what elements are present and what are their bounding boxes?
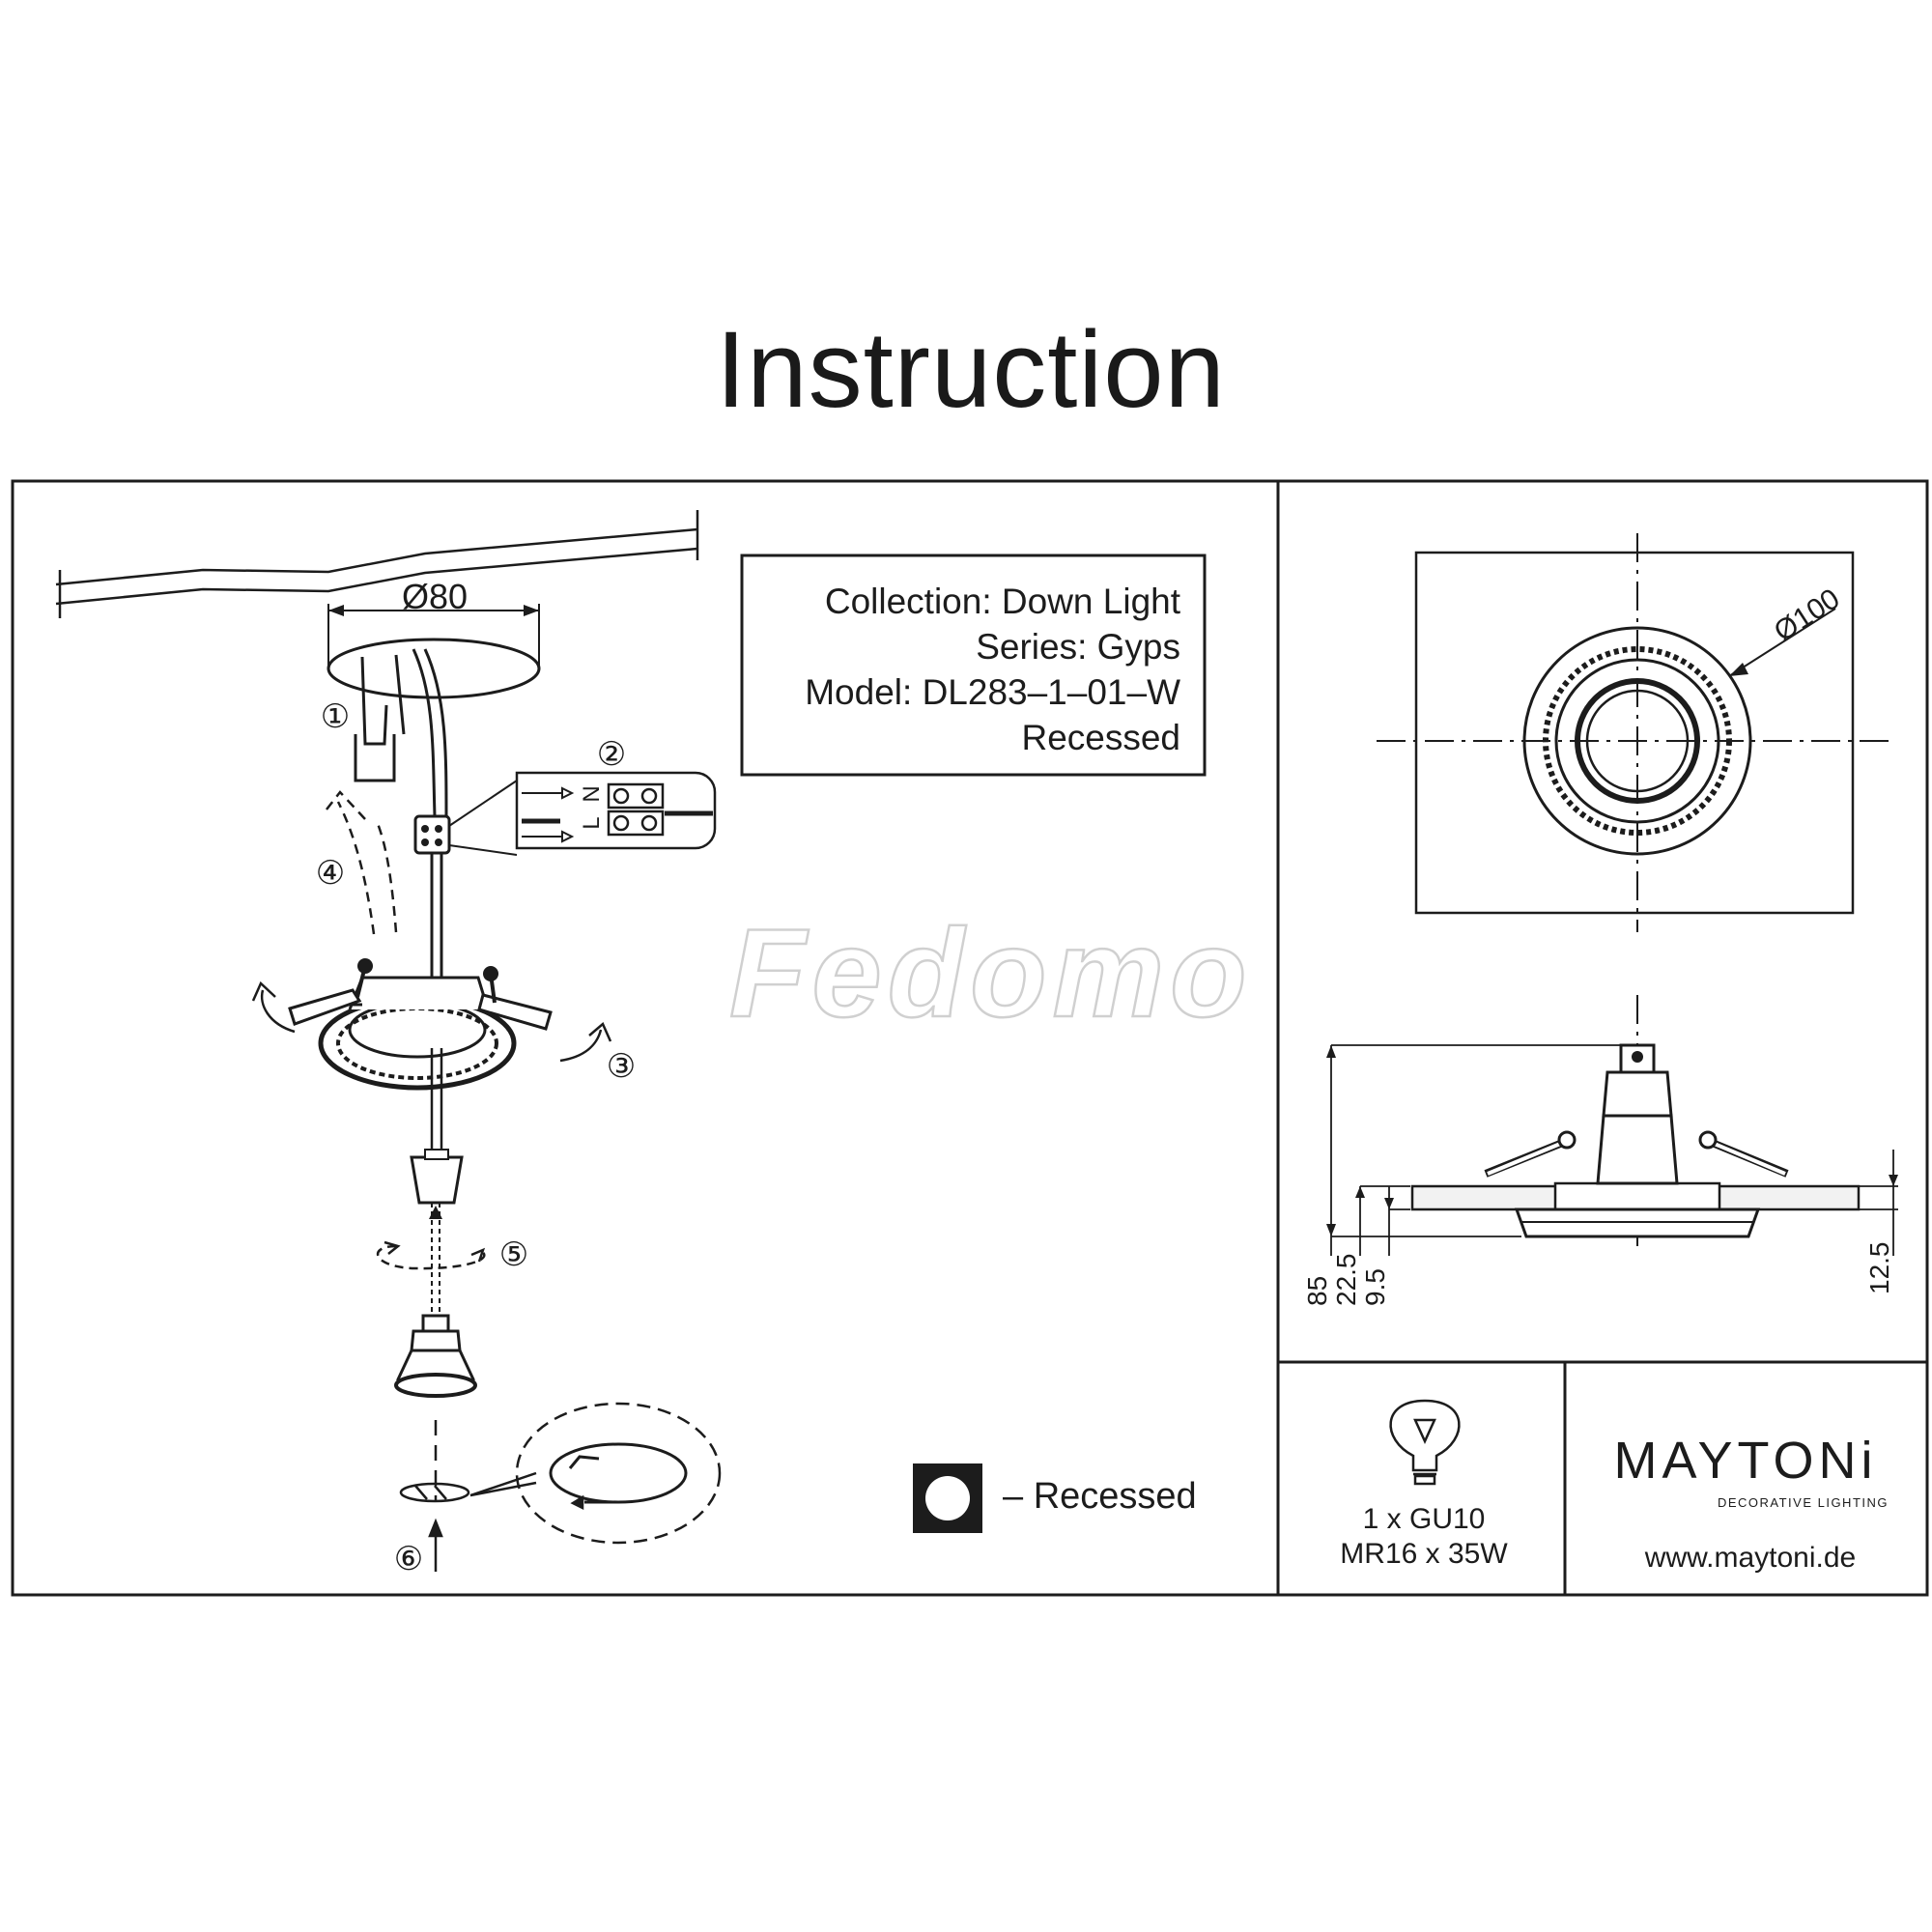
terminal-neutral-label: N xyxy=(579,785,605,802)
step-1-label: ① xyxy=(321,698,350,735)
page-title: Instruction xyxy=(716,309,1226,430)
supply-cable xyxy=(354,648,448,980)
lamp-holder xyxy=(410,1048,464,1314)
model-label: Model: DL283–1–01–W xyxy=(805,672,1180,712)
info-box: Collection: Down Light Series: Gyps Mode… xyxy=(740,554,1207,777)
lamp-spec-line2: MR16 x 35W xyxy=(1340,1538,1508,1570)
step-4-label: ④ xyxy=(316,855,345,892)
dim-9-5: 9.5 xyxy=(1360,1268,1390,1306)
watermark: Fedomo xyxy=(729,902,1253,1043)
brand-logo: MAYTONi xyxy=(1613,1432,1877,1490)
legend-recessed-label: – Recessed xyxy=(1003,1476,1197,1517)
type-label: Recessed xyxy=(1021,718,1180,757)
terminal-live-label: L xyxy=(579,816,605,829)
fixture-ring xyxy=(288,958,553,1091)
dim-22-5: 22.5 xyxy=(1331,1254,1361,1307)
brand-url[interactable]: www.maytoni.de xyxy=(1644,1542,1856,1574)
ceiling-cutout: Ø80 xyxy=(327,577,541,699)
series-label: Series: Gyps xyxy=(976,627,1180,667)
lamp-spec-line1: 1 x GU10 xyxy=(1363,1503,1486,1535)
bulb-icon xyxy=(1389,1399,1461,1486)
side-view xyxy=(1326,995,1898,1256)
rotate-spring-left-icon xyxy=(251,980,296,1034)
top-view-diameter-label: Ø100 xyxy=(1769,582,1846,648)
rotate-spring-right-icon xyxy=(559,1021,612,1063)
collection-label: Collection: Down Light xyxy=(825,582,1181,621)
sheet-frame xyxy=(11,479,1929,1597)
top-view xyxy=(1377,533,1893,932)
dim-total-height: 85 xyxy=(1302,1276,1332,1306)
step-3-label: ③ xyxy=(607,1048,636,1085)
step-2-label: ② xyxy=(597,736,626,773)
brand-tagline: DECORATIVE LIGHTING xyxy=(1718,1495,1889,1510)
push-up-arrow-icon xyxy=(326,790,398,935)
ceiling-line xyxy=(55,510,699,618)
dim-12-5: 12.5 xyxy=(1864,1242,1894,1295)
retaining-clip xyxy=(399,1402,722,1572)
cutout-diameter-label: Ø80 xyxy=(402,577,468,616)
recessed-square-icon xyxy=(913,1463,982,1533)
connector-block-icon xyxy=(413,771,717,856)
twist-lock-icon xyxy=(376,1240,486,1270)
step-6-label: ⑥ xyxy=(394,1541,423,1577)
step-5-label: ⑤ xyxy=(499,1236,528,1273)
gu10-bulb xyxy=(394,1314,477,1502)
